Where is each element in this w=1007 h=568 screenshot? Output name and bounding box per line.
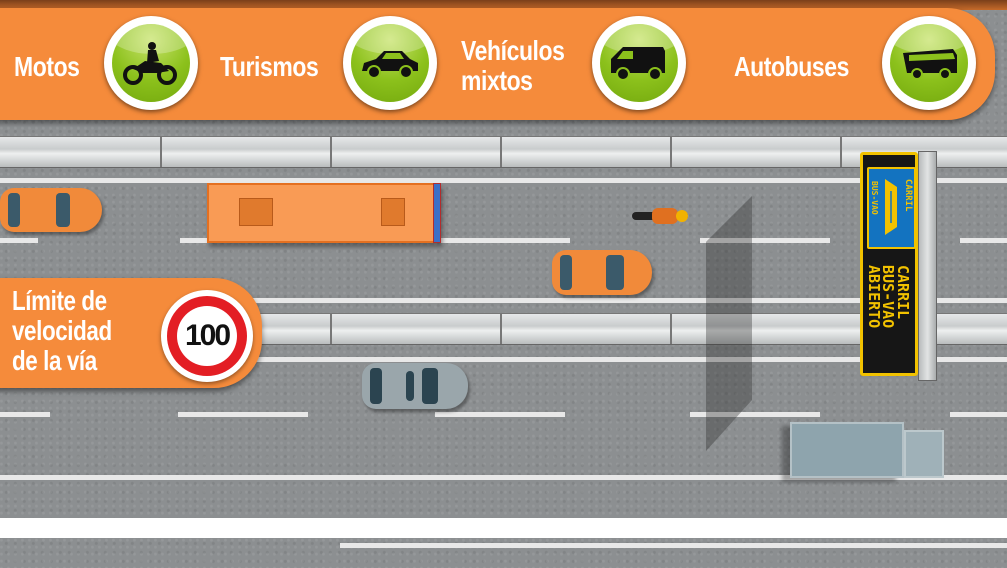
bus-icon <box>903 49 957 80</box>
orange-car-left <box>0 188 102 232</box>
motorcycle <box>632 207 694 225</box>
sign-pole <box>918 151 937 381</box>
vms-message-line3: ABIERTO <box>865 265 883 329</box>
lane-dash <box>435 412 565 417</box>
guard-rail-upper <box>0 136 1007 168</box>
lane-dash <box>0 238 38 243</box>
bus-vao-lane-icon <box>885 179 897 235</box>
badge-autobuses <box>882 16 976 110</box>
lane-dash <box>690 412 820 417</box>
label-motos: Motos <box>14 51 80 82</box>
lane-dash <box>440 238 570 243</box>
road-divider-band <box>0 518 1007 538</box>
banner-shadow <box>0 0 1007 10</box>
motorcycle-icon <box>123 42 177 85</box>
speed-limit-line1: Límite de <box>12 285 107 316</box>
bus-vao-lane-panel: CARRIL BUS-VAO <box>867 167 916 249</box>
lane-dash <box>0 412 50 417</box>
grey-truck-trailer <box>790 422 904 478</box>
speed-limit-line3: de la vía <box>12 345 97 376</box>
lane-edge-line <box>340 543 1007 548</box>
orange-bus <box>207 183 441 243</box>
speed-limit-value: 100 <box>177 306 237 366</box>
grey-car <box>362 363 468 409</box>
van-icon <box>611 47 665 81</box>
orange-car-center <box>552 250 652 295</box>
label-turismos: Turismos <box>220 51 319 82</box>
badge-motos <box>104 16 198 110</box>
label-vehiculos-mixtos: Vehículos mixtos <box>461 35 565 96</box>
lane-dash <box>950 412 1007 417</box>
lane-dash <box>960 238 1007 243</box>
lane-dash <box>178 412 308 417</box>
label-vehiculos-line1: Vehículos <box>461 35 565 66</box>
lane-edge-line <box>0 475 1007 480</box>
speed-limit-label: Límite de velocidad de la vía <box>12 286 112 376</box>
bus-vao-panel-line1: CARRIL <box>903 179 913 212</box>
vms-message-line2: BUS-VAO <box>879 265 897 329</box>
speed-limit-line2: velocidad <box>12 315 112 346</box>
bus-vao-panel-line2: BUS-VAO <box>870 181 879 215</box>
lane-edge-line <box>250 298 1007 303</box>
speed-limit-sign: 100 <box>161 290 253 382</box>
label-autobuses: Autobuses <box>734 51 849 82</box>
badge-vehiculos-mixtos <box>592 16 686 110</box>
vms-message-line1: CARRIL <box>894 265 912 320</box>
grey-truck-cab <box>904 430 944 478</box>
lane-edge-line <box>250 357 1007 362</box>
sign-shadow <box>706 196 752 451</box>
car-icon <box>362 51 418 79</box>
lane-dash <box>700 238 830 243</box>
bus-vao-message-sign: CARRIL BUS-VAO CARRIL BUS-VAO ABIERTO <box>860 152 918 376</box>
badge-turismos <box>343 16 437 110</box>
label-vehiculos-line2: mixtos <box>461 65 533 96</box>
lane-edge-line <box>0 178 1007 183</box>
